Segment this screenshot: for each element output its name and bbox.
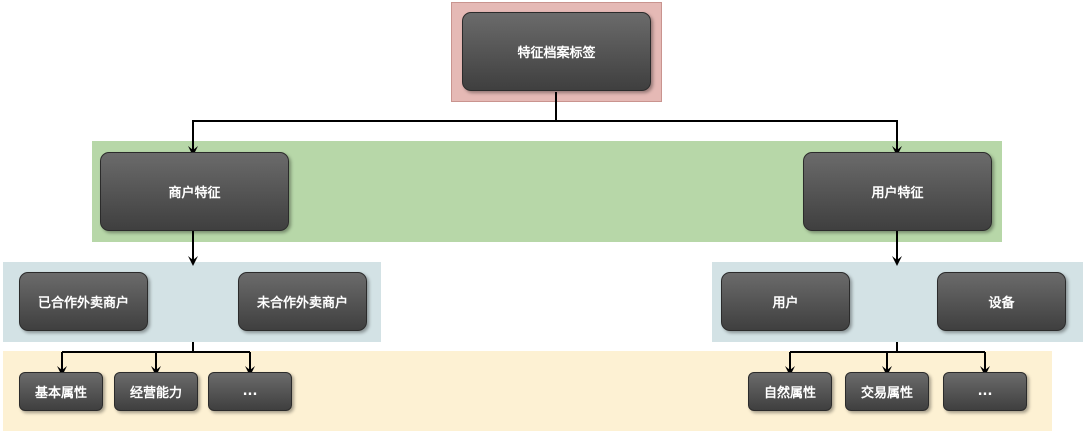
basic-attributes-node[interactable]: 基本属性: [19, 372, 103, 411]
non-cooperated-merchant-node[interactable]: 未合作外卖商户: [238, 272, 367, 331]
user-node[interactable]: 用户: [721, 272, 850, 331]
transaction-attributes-node[interactable]: 交易属性: [845, 372, 929, 411]
operating-capability-node[interactable]: 经营能力: [114, 372, 198, 411]
edge-root-to-merchant: [188, 120, 556, 156]
user-more-node[interactable]: ...: [943, 372, 1027, 411]
edge-merchant-trunk: [62, 342, 194, 353]
cooperated-merchant-node[interactable]: 已合作外卖商户: [19, 272, 148, 331]
edge-root-to-user: [556, 120, 902, 156]
root-node[interactable]: 特征档案标签: [462, 12, 651, 91]
natural-attributes-node[interactable]: 自然属性: [748, 372, 832, 411]
merchant-more-node[interactable]: ...: [208, 372, 292, 411]
user-features-node[interactable]: 用户特征: [803, 152, 992, 231]
merchant-features-node[interactable]: 商户特征: [100, 152, 289, 231]
device-node[interactable]: 设备: [937, 272, 1066, 331]
